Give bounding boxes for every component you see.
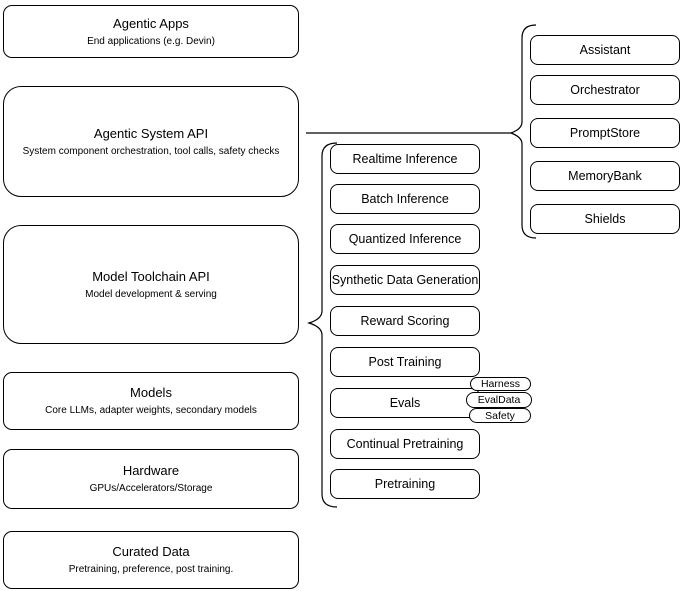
node-subtitle: Pretraining, preference, post training. xyxy=(68,564,234,575)
node-evals: Evals xyxy=(330,388,480,418)
node-synthetic-data-generation: Synthetic Data Generation xyxy=(330,265,480,295)
node-orchestrator: Orchestrator xyxy=(530,75,680,105)
node-models: Models Core LLMs, adapter weights, secon… xyxy=(3,372,299,430)
node-title: Hardware xyxy=(122,463,180,478)
node-title: Agentic System API xyxy=(93,125,209,141)
node-continual-pretraining: Continual Pretraining xyxy=(330,429,480,459)
node-title: Curated Data xyxy=(112,544,190,559)
node-agentic-apps: Agentic Apps End applications (e.g. Devi… xyxy=(3,5,299,58)
node-subtitle: System component orchestration, tool cal… xyxy=(22,145,280,157)
node-assistant: Assistant xyxy=(530,35,680,65)
toolchain-group-bracket xyxy=(306,142,338,508)
system-group-bracket xyxy=(509,24,537,239)
node-pretraining: Pretraining xyxy=(330,469,480,499)
node-realtime-inference: Realtime Inference xyxy=(330,144,480,174)
node-title: Models xyxy=(130,385,172,400)
node-memorybank: MemoryBank xyxy=(530,161,680,191)
node-title: Agentic Apps xyxy=(113,15,189,31)
node-curated-data: Curated Data Pretraining, preference, po… xyxy=(3,531,299,589)
node-quantized-inference: Quantized Inference xyxy=(330,224,480,254)
node-reward-scoring: Reward Scoring xyxy=(330,306,480,336)
node-batch-inference: Batch Inference xyxy=(330,184,480,214)
node-subtitle: Model development & serving xyxy=(85,288,217,300)
node-post-training: Post Training xyxy=(330,347,480,377)
node-title: Model Toolchain API xyxy=(92,268,210,284)
node-hardware: Hardware GPUs/Accelerators/Storage xyxy=(3,449,299,509)
node-model-toolchain-api: Model Toolchain API Model development & … xyxy=(3,225,299,344)
node-promptstore: PromptStore xyxy=(530,118,680,148)
tag-evaldata: EvalData xyxy=(466,392,532,408)
node-subtitle: Core LLMs, adapter weights, secondary mo… xyxy=(45,405,257,416)
node-subtitle: GPUs/Accelerators/Storage xyxy=(89,483,213,494)
tag-safety: Safety xyxy=(469,408,531,423)
node-agentic-system-api: Agentic System API System component orch… xyxy=(3,86,299,197)
tag-harness: Harness xyxy=(470,377,531,391)
node-shields: Shields xyxy=(530,204,680,234)
node-subtitle: End applications (e.g. Devin) xyxy=(87,35,215,47)
